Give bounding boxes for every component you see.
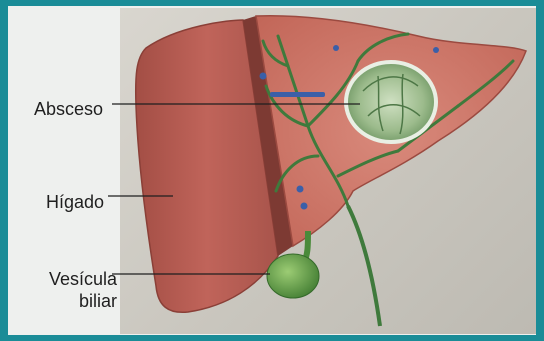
gallbladder-label: Vesícula biliar xyxy=(29,268,117,312)
gallbladder-label-line2: biliar xyxy=(29,290,117,312)
gallbladder-label-line1: Vesícula xyxy=(29,268,117,290)
liver-label: Hígado xyxy=(46,191,104,213)
bile-duct xyxy=(348,206,380,326)
abscess-label: Absceso xyxy=(34,98,103,120)
abscess-cavity xyxy=(346,62,436,142)
illustration-panel: Absceso Hígado Vesícula biliar xyxy=(8,6,536,335)
gallbladder xyxy=(267,254,319,298)
